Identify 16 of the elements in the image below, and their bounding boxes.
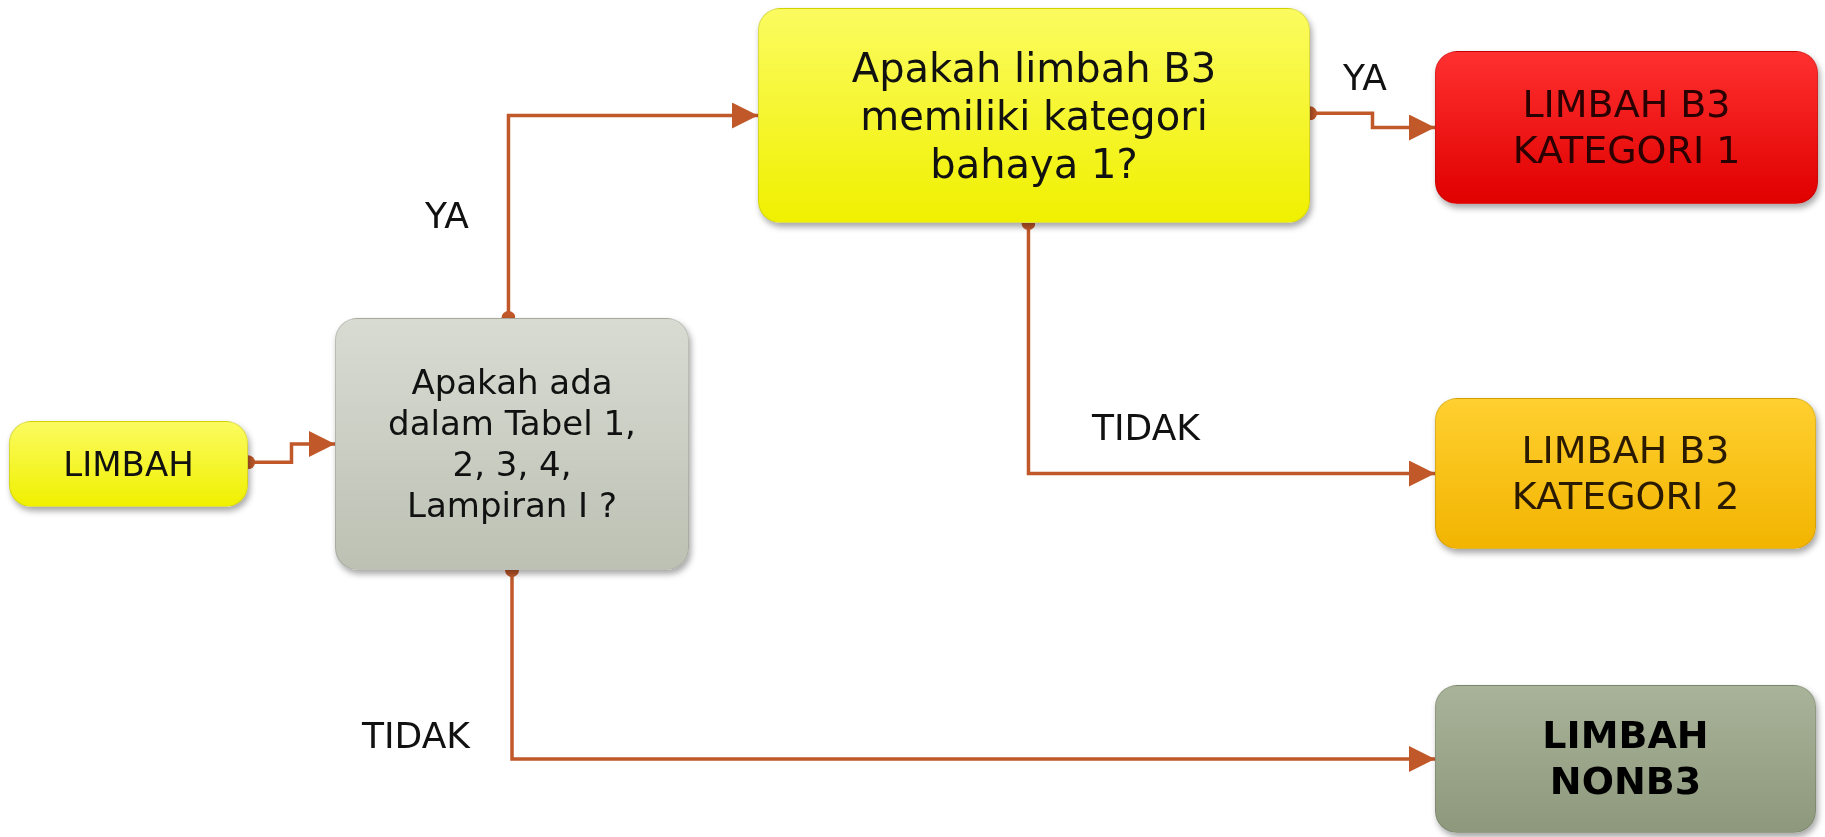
node-text: LIMBAH B3 KATEGORI 2 [1510,427,1741,520]
node-text: Apakah limbah B3 memiliki kategori bahaya 1? [850,43,1218,188]
edge-label: TIDAK [362,718,470,754]
node-text: LIMBAH NONB3 [1541,713,1710,805]
decision-box [335,318,689,570]
node-text: LIMBAH [62,443,195,485]
start-box [9,421,248,507]
edge-label: TIDAK [1092,410,1200,446]
node-text: LIMBAH B3 KATEGORI 1 [1511,81,1742,174]
result-box [1435,685,1816,833]
result-box [1435,398,1816,549]
decision-box [758,8,1310,223]
result-box [1435,51,1818,204]
edge-label: YA [425,198,469,234]
node-text: Apakah ada dalam Tabel 1, 2, 3, 4, Lampiran I ? [387,362,637,526]
edge-label: YA [1343,60,1387,96]
